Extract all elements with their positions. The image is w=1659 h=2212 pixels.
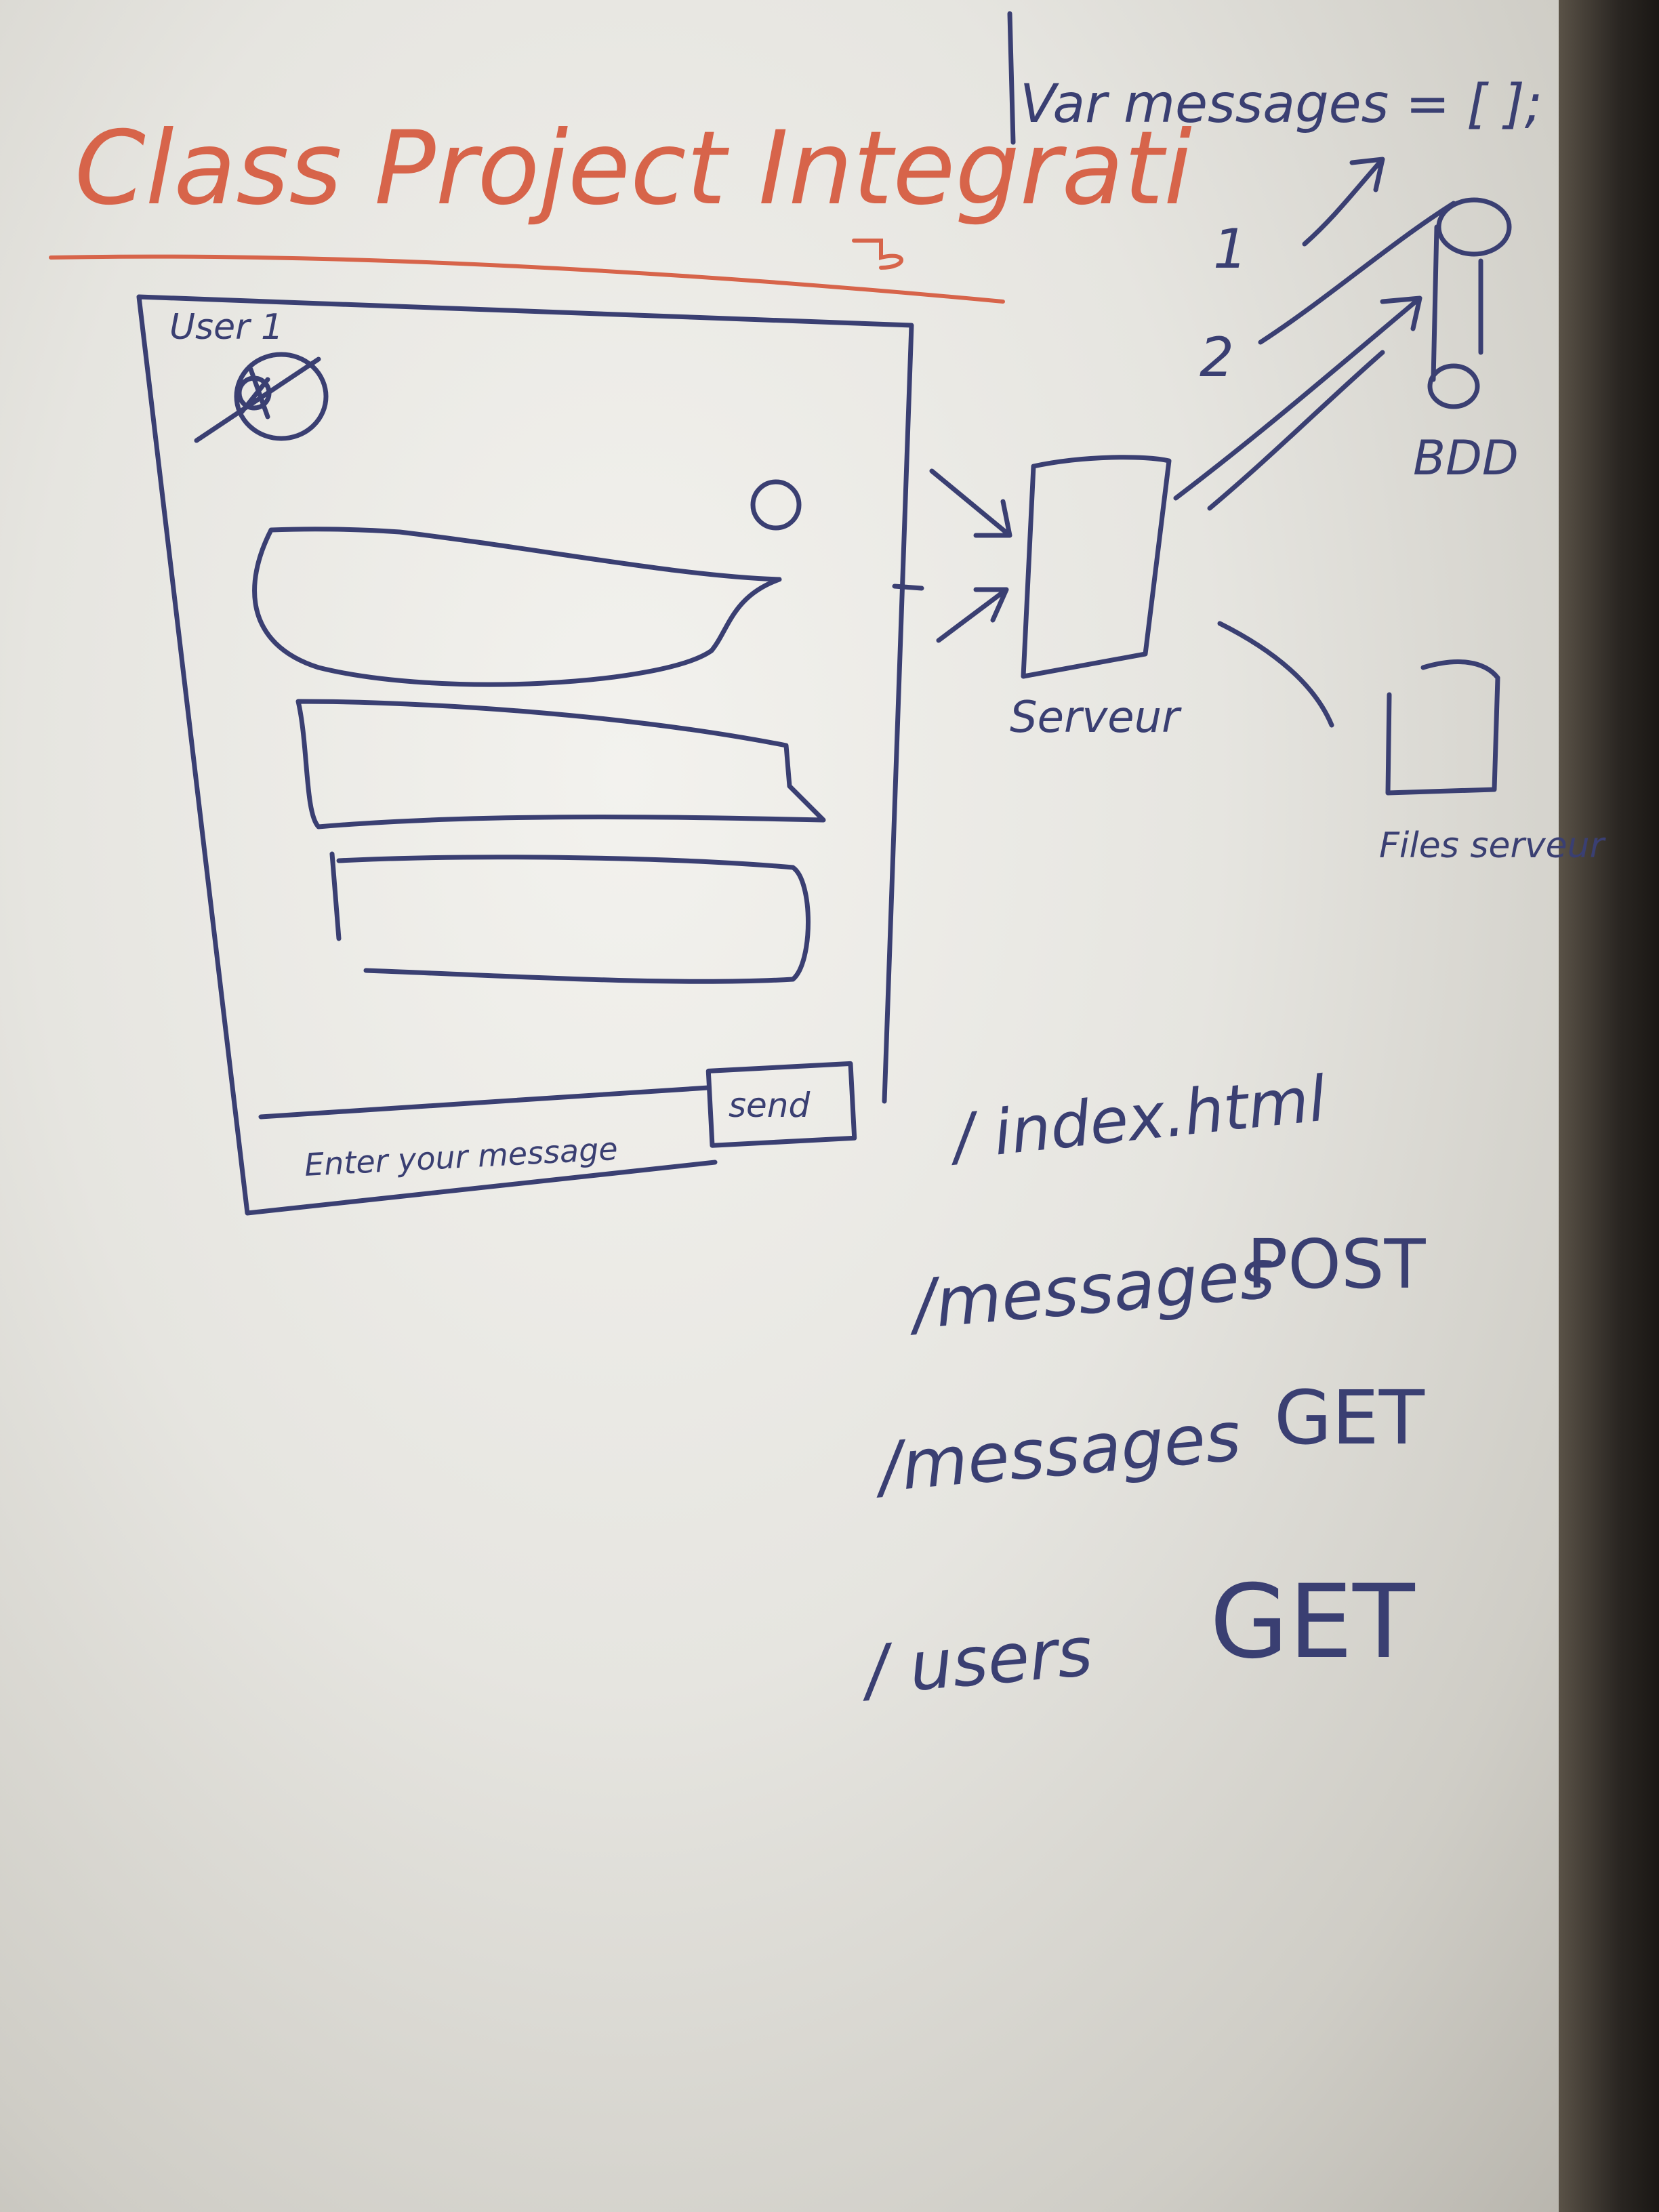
route-messages-get-method: GET — [1274, 1374, 1425, 1461]
server-box — [1021, 455, 1172, 679]
variable-declaration: Var messages = [ ]; — [1020, 74, 1542, 135]
arrow-step-2 — [1258, 201, 1456, 345]
route-messages-post-method: POST — [1247, 1225, 1426, 1304]
send-button-outline — [705, 1061, 857, 1148]
step-label-2: 2 — [1200, 326, 1234, 389]
file-server-box — [1385, 659, 1500, 796]
user-label: User 1 — [169, 307, 283, 348]
route-users-method: GET — [1210, 1563, 1416, 1681]
title-underline — [49, 254, 1005, 304]
title-cursor-mark — [852, 239, 903, 270]
arrow-ui-to-server-2 — [936, 587, 1009, 643]
database-icon — [1427, 197, 1512, 409]
message-bubble-1 — [252, 527, 782, 687]
arrow-ui-to-server-1 — [929, 468, 1012, 538]
route-messages-post-path: /messages — [904, 1234, 1277, 1345]
line-server-to-fileserver — [1217, 621, 1334, 728]
database-label: BDD — [1413, 430, 1519, 486]
route-index-path: / index.html — [945, 1063, 1330, 1174]
whiteboard — [0, 0, 1559, 2212]
vertical-divider — [1007, 11, 1016, 145]
route-messages-get-path: /messages — [870, 1397, 1244, 1508]
chat-ui-mockup: User 1 Enter your message send — [136, 294, 914, 1216]
server-label: Serveur — [1010, 693, 1182, 743]
send-button: send — [729, 1086, 811, 1125]
page-title: Class Project Integrati — [75, 110, 1192, 228]
dash-mark — [892, 583, 924, 591]
message-bubble-3 — [329, 851, 811, 984]
arrow-server-to-db — [1173, 295, 1422, 501]
message-bubble-2 — [295, 699, 826, 830]
route-users-path: / users — [857, 1612, 1096, 1711]
avatar — [194, 352, 329, 443]
file-server-label: Files serveur — [1379, 825, 1607, 866]
line-db-to-server — [1207, 350, 1385, 511]
arrow-step-1 — [1302, 157, 1385, 247]
message-input: Enter your message — [304, 1130, 619, 1183]
phone-frame — [136, 294, 914, 1216]
online-indicator — [750, 479, 802, 531]
board-edge-shadow — [1559, 0, 1659, 2212]
step-label-1: 1 — [1213, 218, 1248, 281]
